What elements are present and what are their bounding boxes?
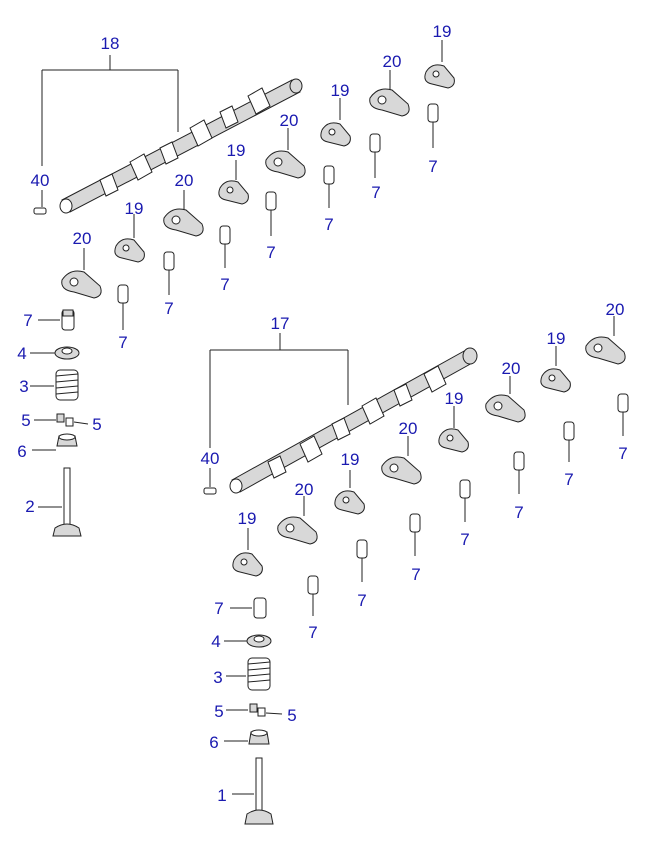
- stem-seal-lower: [248, 729, 270, 745]
- pin-lower: [203, 487, 217, 495]
- callout-rocker-arm-a: 19: [227, 141, 246, 160]
- lash-adjuster-upper-1: [61, 309, 75, 331]
- stem-seal-upper: [56, 433, 78, 447]
- callout-cotter-right: 5: [287, 706, 296, 725]
- callout-rocker-arm-b: 20: [175, 171, 194, 190]
- rocker-arm-upper-2: [114, 238, 145, 263]
- callout-lash-adjuster: 7: [371, 183, 380, 202]
- lash-adjuster-upper-8: [427, 103, 439, 123]
- callout-rocker-arm-b: 20: [73, 229, 92, 248]
- callout-lash-adjuster: 7: [308, 623, 317, 642]
- lash-adjuster-lower-5: [459, 479, 471, 499]
- valve-exhaust-lower: [244, 757, 274, 825]
- callout-spring: 3: [213, 668, 222, 687]
- callout-spring: 3: [19, 377, 28, 396]
- callout-lash-adjuster: 7: [357, 591, 366, 610]
- rocker-arm-upper-3: [163, 208, 204, 237]
- callout-lash-adjuster: 7: [214, 599, 223, 618]
- callout-rocker-arm-b: 20: [399, 419, 418, 438]
- lash-adjuster-upper-7: [369, 133, 381, 153]
- valve-spring-lower: [247, 657, 271, 691]
- lash-adjuster-lower-7: [563, 421, 575, 441]
- callout-stem-seal: 6: [209, 733, 218, 752]
- callout-retainer: 4: [211, 632, 220, 651]
- callout-rocker-arm-b: 20: [383, 52, 402, 71]
- retainer-upper: [54, 346, 80, 360]
- pin-upper: [33, 207, 47, 215]
- callout-lash-adjuster: 7: [428, 157, 437, 176]
- callout-valve-exhaust: 1: [217, 786, 226, 805]
- rocker-arm-lower-6: [485, 394, 526, 423]
- callout-rocker-arm-a: 19: [341, 450, 360, 469]
- retainer-lower: [246, 634, 272, 648]
- callout-rocker-arm-b: 20: [280, 111, 299, 130]
- valve-intake-upper: [52, 467, 82, 537]
- rocker-arm-lower-2: [277, 516, 318, 545]
- callout-valve-intake: 2: [25, 497, 34, 516]
- rocker-arm-upper-8: [424, 64, 455, 89]
- valve-spring-upper: [55, 369, 79, 401]
- callout-lash-adjuster: 7: [514, 503, 523, 522]
- lash-adjuster-upper-5: [265, 191, 277, 211]
- rocker-arm-upper-7: [369, 88, 410, 117]
- rocker-arm-lower-8: [585, 336, 626, 365]
- callout-cotter-left: 5: [21, 411, 30, 430]
- callout-pin-lower: 40: [201, 449, 220, 468]
- camshaft-lower: [203, 333, 478, 495]
- callout-camshaft-lower: 17: [271, 314, 290, 333]
- lash-adjuster-lower-2: [307, 575, 319, 595]
- rocker-arm-upper-1: [61, 270, 102, 299]
- lash-adjuster-upper-2: [117, 284, 129, 304]
- callout-rocker-arm-a: 19: [125, 199, 144, 218]
- callout-rocker-arm-b: 20: [502, 359, 521, 378]
- lash-adjuster-lower-3: [356, 539, 368, 559]
- callout-cotter-left: 5: [214, 702, 223, 721]
- rocker-arm-lower-5: [438, 428, 469, 453]
- rocker-arm-upper-6: [320, 122, 351, 147]
- lash-adjuster-lower-8: [617, 393, 629, 413]
- callout-lash-adjuster: 7: [460, 530, 469, 549]
- callout-retainer: 4: [17, 344, 26, 363]
- lash-adjuster-lower-1: [253, 597, 267, 619]
- callout-rocker-arm-a: 19: [238, 509, 257, 528]
- rocker-arm-lower-1: [232, 552, 263, 577]
- rocker-arm-lower-4: [381, 456, 422, 485]
- callout-lash-adjuster: 7: [266, 243, 275, 262]
- callout-rocker-arm-a: 19: [331, 81, 350, 100]
- callout-rocker-arm-b: 20: [295, 480, 314, 499]
- callout-lash-adjuster: 7: [220, 275, 229, 294]
- callout-lash-adjuster: 7: [411, 565, 420, 584]
- callout-camshaft-upper: 18: [101, 34, 120, 53]
- rocker-arm-upper-4: [218, 180, 249, 205]
- callout-stem-seal: 6: [17, 442, 26, 461]
- callout-pin-upper: 40: [31, 171, 50, 190]
- cotters-upper: [56, 413, 74, 427]
- callout-lash-adjuster: 7: [618, 444, 627, 463]
- callout-lash-adjuster: 7: [324, 215, 333, 234]
- lash-adjuster-upper-6: [323, 165, 335, 185]
- callout-rocker-arm-a: 19: [433, 22, 452, 41]
- lash-adjuster-lower-6: [513, 451, 525, 471]
- rocker-arm-lower-3: [334, 490, 365, 515]
- lash-adjuster-lower-4: [409, 513, 421, 533]
- camshaft-upper: [33, 55, 303, 215]
- callout-lash-adjuster: 7: [164, 299, 173, 318]
- callout-lash-adjuster: 7: [564, 470, 573, 489]
- cotters-lower: [249, 703, 266, 717]
- callout-rocker-arm-a: 19: [445, 389, 464, 408]
- callout-rocker-arm-b: 20: [606, 300, 625, 319]
- callout-lash-adjuster: 7: [23, 311, 32, 330]
- callout-cotter-right: 5: [92, 415, 101, 434]
- lash-adjuster-upper-3: [163, 251, 175, 271]
- callout-rocker-arm-a: 19: [547, 329, 566, 348]
- rocker-arm-upper-5: [265, 150, 306, 179]
- callout-lash-adjuster: 7: [118, 333, 127, 352]
- rocker-arm-lower-7: [540, 368, 571, 393]
- lash-adjuster-upper-4: [219, 225, 231, 245]
